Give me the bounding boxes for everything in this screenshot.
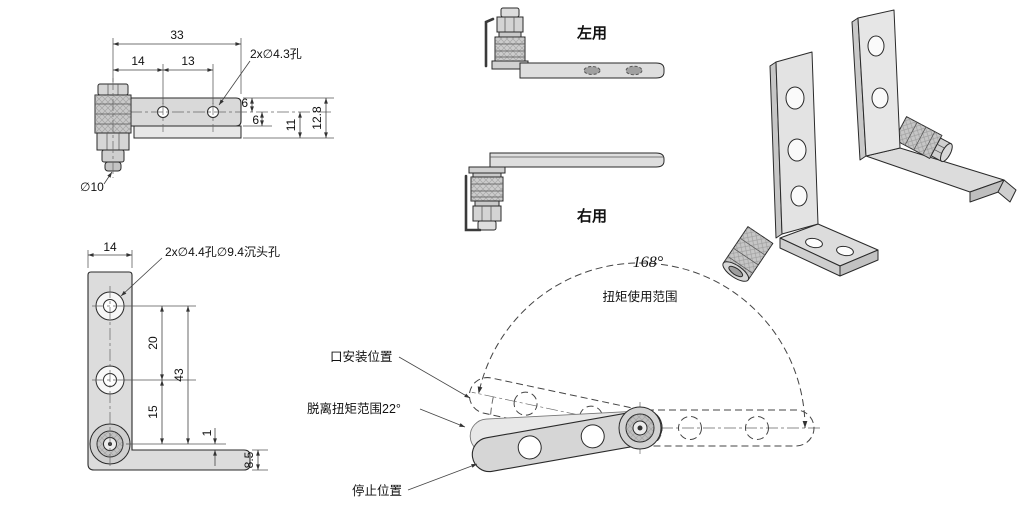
torque-range-label: 扭矩使用范围 (602, 289, 677, 304)
left-use-view: 左用 (484, 7, 665, 79)
rotation-diagram: 168° 扭矩使用范围 口安装位置 脱离扭矩范围22° 停止位置 (307, 254, 820, 498)
dim-15: 15 (146, 405, 160, 419)
iso-left-cylinder (722, 226, 774, 282)
install-position-label: 口安装位置 (330, 349, 393, 364)
stop-position-label: 停止位置 (352, 483, 402, 498)
stop-position-arm (471, 409, 663, 473)
top-view-torque-cylinder (94, 78, 132, 178)
right-use-plate (489, 152, 665, 168)
right-use-pin (464, 174, 482, 232)
holes-note-top: 2x∅4.3孔 (250, 47, 302, 61)
sweep-arc (477, 262, 808, 429)
dia-10: ∅10 (80, 180, 104, 194)
holes-note-side: 2x∅4.4孔∅9.4沉头孔 (165, 245, 280, 259)
dim-14-side: 14 (103, 240, 117, 254)
left-use-label: 左用 (576, 24, 607, 42)
top-view: 33 14 13 2x∅4.3孔 6 6 11 12.8 ∅10 (80, 28, 334, 194)
dim-13: 13 (181, 54, 195, 68)
iso-view-right (851, 9, 1017, 203)
right-use-label: 右用 (577, 207, 607, 225)
side-view: 14 2x∅4.4孔∅9.4沉头孔 20 43 15 1 8.5 (87, 240, 280, 471)
dim-20: 20 (146, 336, 160, 350)
iso-view-left (722, 51, 879, 282)
iso-right-cylinder (893, 116, 953, 163)
right-use-view: 右用 (464, 152, 665, 232)
dim-14: 14 (131, 54, 145, 68)
left-use-pin (484, 17, 495, 68)
release-torque-label: 脱离扭矩范围22° (307, 401, 401, 416)
left-use-cylinder (494, 7, 526, 62)
dim-12-8: 12.8 (310, 106, 324, 130)
side-view-bracket (87, 271, 251, 471)
dim-11: 11 (284, 118, 298, 131)
dim-8-5: 8.5 (242, 451, 256, 468)
dim-1: 1 (200, 429, 214, 436)
dim-6a: 6 (241, 96, 248, 110)
pivot-knuckle (618, 406, 662, 450)
sweep-angle-label: 168° (633, 254, 664, 271)
dim-6b: 6 (252, 113, 259, 127)
right-use-cylinder (468, 166, 506, 231)
dim-33: 33 (170, 28, 184, 42)
installed-arm (617, 409, 815, 447)
dim-43: 43 (172, 368, 186, 382)
